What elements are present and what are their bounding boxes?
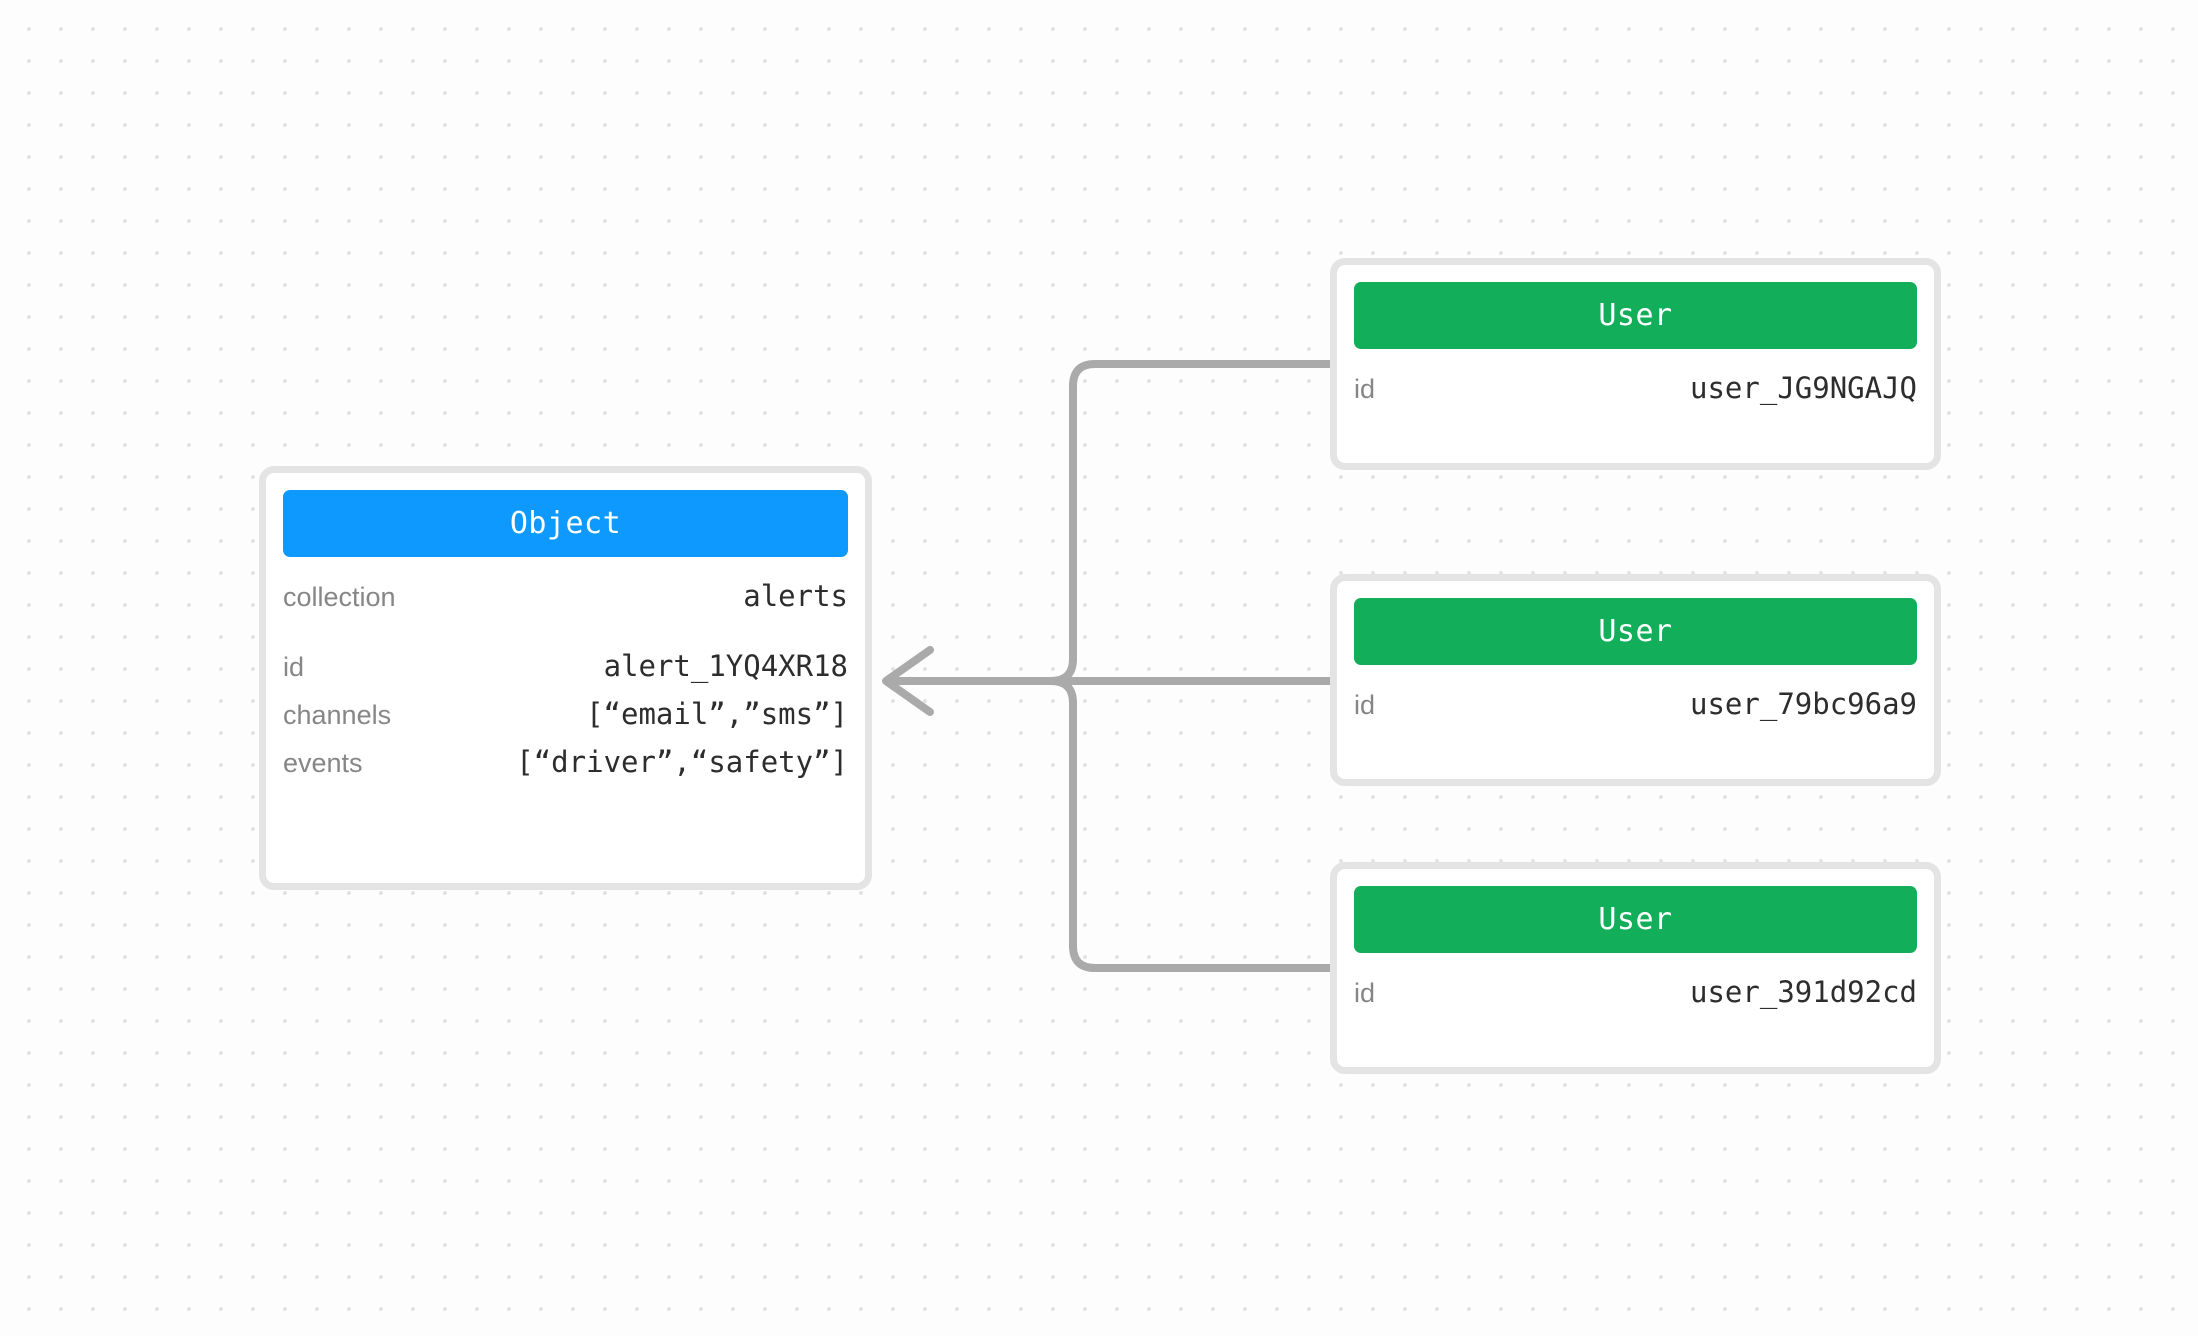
row-value: [“email”,”sms”]: [586, 697, 848, 731]
node-user-0[interactable]: User id user_JG9NGAJQ: [1330, 258, 1941, 470]
spacer: [1354, 349, 1917, 371]
row-label: id: [1354, 374, 1376, 404]
node-object-title: Object: [509, 506, 622, 541]
edge-arrowhead-icon: [882, 646, 934, 716]
node-object-body: collection alerts id alert_1YQ4XR18 chan…: [266, 557, 865, 793]
row-value: user_JG9NGAJQ: [1690, 371, 1917, 405]
row-label: id: [1354, 978, 1376, 1008]
node-user-1[interactable]: User id user_79bc96a9: [1330, 574, 1941, 786]
node-user-2-title: User: [1598, 902, 1673, 937]
node-user-0-header: User: [1354, 282, 1917, 349]
table-row[interactable]: events [“driver”,“safety”]: [283, 745, 848, 793]
spacer: [283, 557, 848, 579]
row-value: user_79bc96a9: [1690, 687, 1917, 721]
row-group-divider: [283, 627, 848, 649]
row-label: collection: [283, 582, 396, 612]
row-value: user_391d92cd: [1690, 975, 1917, 1009]
table-row[interactable]: id user_79bc96a9: [1354, 687, 1917, 735]
table-row[interactable]: id user_391d92cd: [1354, 975, 1917, 1023]
edge-user-2-to-object: [886, 677, 1337, 972]
table-row[interactable]: id user_JG9NGAJQ: [1354, 371, 1917, 419]
node-user-0-body: id user_JG9NGAJQ: [1337, 349, 1934, 419]
row-value: [“driver”,“safety”]: [516, 745, 848, 779]
table-row[interactable]: collection alerts: [283, 579, 848, 627]
row-label: id: [1354, 690, 1376, 720]
node-user-1-title: User: [1598, 614, 1673, 649]
row-value: alert_1YQ4XR18: [603, 649, 848, 683]
row-label: events: [283, 748, 363, 778]
table-row[interactable]: channels [“email”,”sms”]: [283, 697, 848, 745]
node-user-1-header: User: [1354, 598, 1917, 665]
row-label: channels: [283, 700, 392, 730]
spacer: [1354, 953, 1917, 975]
spacer: [1354, 665, 1917, 687]
node-object[interactable]: Object collection alerts id alert_1YQ4XR…: [259, 466, 872, 890]
table-row[interactable]: id alert_1YQ4XR18: [283, 649, 848, 697]
row-value: alerts: [743, 579, 848, 613]
node-user-2-body: id user_391d92cd: [1337, 953, 1934, 1023]
node-user-2[interactable]: User id user_391d92cd: [1330, 862, 1941, 1074]
row-label: id: [283, 652, 305, 682]
node-user-2-header: User: [1354, 886, 1917, 953]
node-user-1-body: id user_79bc96a9: [1337, 665, 1934, 735]
edge-user-0-to-object: [886, 360, 1337, 685]
node-user-0-title: User: [1598, 298, 1673, 333]
node-object-header: Object: [283, 490, 848, 557]
